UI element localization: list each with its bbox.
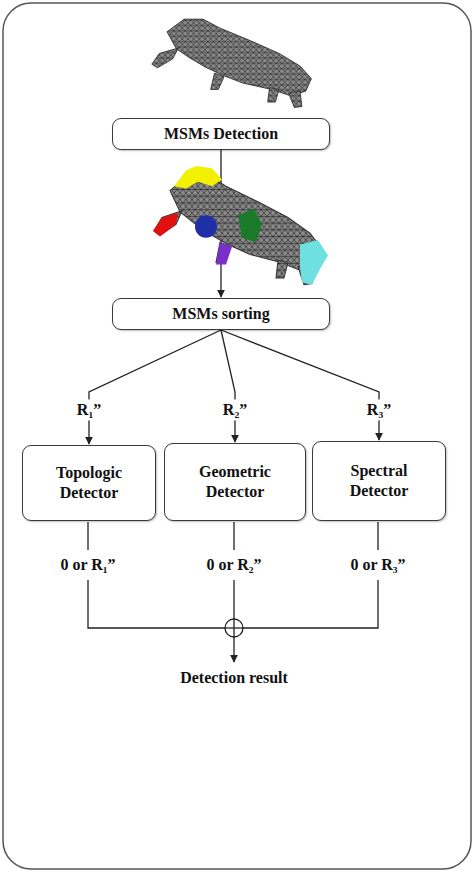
segment-purple [216,242,232,264]
outer-frame [3,3,471,869]
box-text: Spectral Detector [321,461,437,501]
box-text: Geometric Detector [173,462,297,502]
process-box: Spectral Detector [312,441,446,521]
output-label: 0 or R₃” [348,555,407,574]
box-text: Topologic Detector [31,463,147,503]
process-box: MSMs sorting [112,298,330,330]
region-label: R₃” [364,399,394,420]
sum-symbol [225,619,243,637]
flow-arrow [221,330,379,440]
region-label: R₁” [74,399,104,420]
output-label: 0 or R₁” [58,555,117,574]
box-text: MSMs Detection [164,124,278,144]
output-label: 0 or R₂” [204,555,263,574]
segment-blue [195,215,217,237]
process-box: Geometric Detector [164,443,306,521]
segment-green [238,209,262,243]
process-box: Topologic Detector [22,445,156,521]
mesh-model [152,19,312,107]
box-text: MSMs sorting [172,304,269,324]
segment-yellow [174,166,222,188]
segment-red [153,213,178,237]
segmented-model [153,166,328,285]
flow-arrow [89,330,221,444]
output-label: Detection result [178,668,290,687]
flow-arrow [221,330,235,442]
region-label: R₂” [220,399,250,420]
output-wires [88,522,378,662]
segment-cyan [300,240,328,285]
process-box: MSMs Detection [112,118,330,150]
